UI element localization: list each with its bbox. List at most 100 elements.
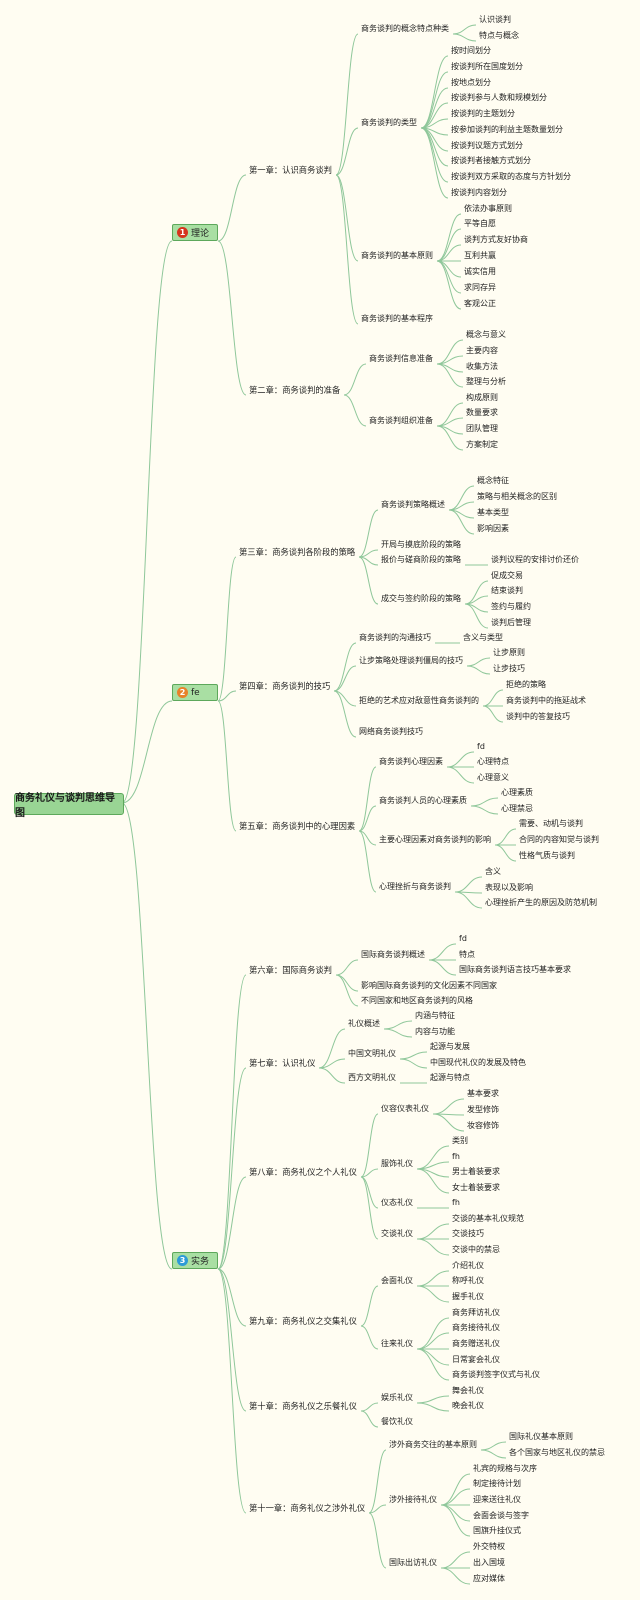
topic-node[interactable]: 心理禁忌 xyxy=(501,804,533,813)
chapter-node[interactable]: 第八章：商务礼仪之个人礼仪 xyxy=(249,1167,357,1177)
topic-node[interactable]: 国际出访礼仪 xyxy=(389,1558,437,1567)
topic-node[interactable]: 商务谈判策略概述 xyxy=(381,500,445,509)
topic-node[interactable]: 心理意义 xyxy=(477,773,509,782)
chapter-node[interactable]: 第三章：商务谈判各阶段的策略 xyxy=(239,547,356,557)
topic-node[interactable]: 互利共赢 xyxy=(464,251,496,260)
chapter-node[interactable]: 第十一章：商务礼仪之涉外礼仪 xyxy=(249,1503,366,1513)
topic-node[interactable]: fh xyxy=(452,1152,460,1161)
topic-node[interactable]: 发型修饰 xyxy=(467,1105,499,1114)
topic-node[interactable]: 起源与特点 xyxy=(430,1073,470,1082)
topic-node[interactable]: 女士着装要求 xyxy=(452,1183,500,1192)
topic-node[interactable]: 国旗升挂仪式 xyxy=(473,1526,521,1535)
topic-node[interactable]: 交谈礼仪 xyxy=(381,1229,413,1238)
topic-node[interactable]: 谈判议程的安排讨价还价 xyxy=(491,555,579,564)
topic-node[interactable]: 性格气质与谈判 xyxy=(519,851,575,860)
topic-node[interactable]: 商务谈判的概念特点种类 xyxy=(361,24,449,33)
topic-node[interactable]: 影响因素 xyxy=(477,524,509,533)
topic-node[interactable]: 会面礼仪 xyxy=(381,1276,413,1285)
topic-node[interactable]: 出入国境 xyxy=(473,1558,505,1567)
topic-node[interactable]: 晚会礼仪 xyxy=(452,1401,484,1410)
topic-node[interactable]: 基本要求 xyxy=(467,1089,499,1098)
topic-node[interactable]: 商务赠送礼仪 xyxy=(452,1339,500,1348)
topic-node[interactable]: 西方文明礼仪 xyxy=(348,1073,396,1082)
topic-node[interactable]: 仪态礼仪 xyxy=(381,1198,413,1207)
topic-node[interactable]: 商务谈判的基本程序 xyxy=(361,314,433,323)
topic-node[interactable]: 按谈判的主题划分 xyxy=(451,109,515,118)
topic-node[interactable]: 礼宾的规格与次序 xyxy=(473,1464,537,1473)
branch-fe[interactable]: 2 fe xyxy=(172,684,218,701)
topic-node[interactable]: 商务谈判的沟通技巧 xyxy=(359,633,431,642)
topic-node[interactable]: 内涵与特征 xyxy=(415,1011,455,1020)
topic-node[interactable]: 交谈技巧 xyxy=(452,1229,484,1238)
topic-node[interactable]: 让步技巧 xyxy=(493,664,525,673)
topic-node[interactable]: 心理特点 xyxy=(477,757,509,766)
topic-node[interactable]: 商务谈判的基本原则 xyxy=(361,251,433,260)
topic-node[interactable]: 国际礼仪基本原则 xyxy=(509,1432,573,1441)
topic-node[interactable]: 收集方法 xyxy=(466,362,498,371)
chapter-node[interactable]: 第五章：商务谈判中的心理因素 xyxy=(239,821,356,831)
topic-node[interactable]: 依法办事原则 xyxy=(464,204,512,213)
topic-node[interactable]: 基本类型 xyxy=(477,508,509,517)
topic-node[interactable]: 含义与类型 xyxy=(463,633,503,642)
topic-node[interactable]: 迎来送往礼仪 xyxy=(473,1495,521,1504)
topic-node[interactable]: 各个国家与地区礼仪的禁忌 xyxy=(509,1448,605,1457)
topic-node[interactable]: 拒绝的策略 xyxy=(506,680,546,689)
topic-node[interactable]: 握手礼仪 xyxy=(452,1292,484,1301)
topic-node[interactable]: 服饰礼仪 xyxy=(381,1159,413,1168)
topic-node[interactable]: 数量要求 xyxy=(466,408,498,417)
topic-node[interactable]: 按谈判双方采取的态度与方针划分 xyxy=(451,172,571,181)
topic-node[interactable]: 中国文明礼仪 xyxy=(348,1049,396,1058)
topic-node[interactable]: 外交特权 xyxy=(473,1542,505,1551)
topic-node[interactable]: 应对媒体 xyxy=(473,1574,505,1583)
topic-node[interactable]: 会面会谈与签字 xyxy=(473,1511,529,1520)
topic-node[interactable]: 商务谈判中的拖延战术 xyxy=(506,696,586,705)
topic-node[interactable]: 网络商务谈判技巧 xyxy=(359,727,423,736)
topic-node[interactable]: 认识谈判 xyxy=(479,15,511,24)
branch-theory[interactable]: 1 理论 xyxy=(172,224,218,241)
chapter-node[interactable]: 第一章：认识商务谈判 xyxy=(249,165,332,175)
root-node[interactable]: 商务礼仪与谈判思维导图 xyxy=(14,793,124,819)
topic-node[interactable]: 国际商务谈判概述 xyxy=(361,950,425,959)
topic-node[interactable]: 开局与摸底阶段的策略 xyxy=(381,540,461,549)
topic-node[interactable]: 涉外接待礼仪 xyxy=(389,1495,437,1504)
topic-node[interactable]: 按谈判参与人数和规模划分 xyxy=(451,93,547,102)
chapter-node[interactable]: 第九章：商务礼仪之交集礼仪 xyxy=(249,1316,357,1326)
topic-node[interactable]: 谈判中的答复技巧 xyxy=(506,712,570,721)
topic-node[interactable]: 谈判后管理 xyxy=(491,618,531,627)
topic-node[interactable]: 心理挫折与商务谈判 xyxy=(379,882,451,891)
topic-node[interactable]: 按参加谈判的利益主题数量划分 xyxy=(451,125,563,134)
topic-node[interactable]: 成交与签约阶段的策略 xyxy=(381,594,461,603)
chapter-node[interactable]: 第二章：商务谈判的准备 xyxy=(249,385,341,395)
topic-node[interactable]: 特点与概念 xyxy=(479,31,519,40)
topic-node[interactable]: 结束谈判 xyxy=(491,586,523,595)
topic-node[interactable]: 构成原则 xyxy=(466,393,498,402)
topic-node[interactable]: 商务谈判人员的心理素质 xyxy=(379,796,467,805)
topic-node[interactable]: 谈判方式友好协商 xyxy=(464,235,528,244)
topic-node[interactable]: 影响国际商务谈判的文化因素不同国家 xyxy=(361,981,497,990)
topic-node[interactable]: 商务谈判心理因素 xyxy=(379,757,443,766)
topic-node[interactable]: 策略与相关概念的区别 xyxy=(477,492,557,501)
topic-node[interactable]: 主要心理因素对商务谈判的影响 xyxy=(379,835,491,844)
topic-node[interactable]: 特点 xyxy=(459,950,475,959)
chapter-node[interactable]: 第十章：商务礼仪之乐餐礼仪 xyxy=(249,1401,357,1411)
topic-node[interactable]: 不同国家和地区商务谈判的风格 xyxy=(361,996,473,1005)
topic-node[interactable]: 制定接待计划 xyxy=(473,1479,521,1488)
topic-node[interactable]: 概念与意义 xyxy=(466,330,506,339)
topic-node[interactable]: fh xyxy=(452,1198,460,1207)
topic-node[interactable]: 交谈中的禁忌 xyxy=(452,1245,500,1254)
topic-node[interactable]: 团队管理 xyxy=(466,424,498,433)
topic-node[interactable]: 诚实信用 xyxy=(464,267,496,276)
topic-node[interactable]: 日常宴会礼仪 xyxy=(452,1355,500,1364)
topic-node[interactable]: 商务谈判组织准备 xyxy=(369,416,433,425)
topic-node[interactable]: 交谈的基本礼仪规范 xyxy=(452,1214,524,1223)
topic-node[interactable]: 客观公正 xyxy=(464,299,496,308)
topic-node[interactable]: 按谈判内容划分 xyxy=(451,188,507,197)
topic-node[interactable]: 需要、动机与谈判 xyxy=(519,819,583,828)
topic-node[interactable]: 按谈判议题方式划分 xyxy=(451,141,523,150)
topic-node[interactable]: 主要内容 xyxy=(466,346,498,355)
topic-node[interactable]: 整理与分析 xyxy=(466,377,506,386)
topic-node[interactable]: 国际商务谈判语言技巧基本要求 xyxy=(459,965,571,974)
topic-node[interactable]: 心理素质 xyxy=(501,788,533,797)
topic-node[interactable]: 内容与功能 xyxy=(415,1027,455,1036)
topic-node[interactable]: 按地点划分 xyxy=(451,78,491,87)
